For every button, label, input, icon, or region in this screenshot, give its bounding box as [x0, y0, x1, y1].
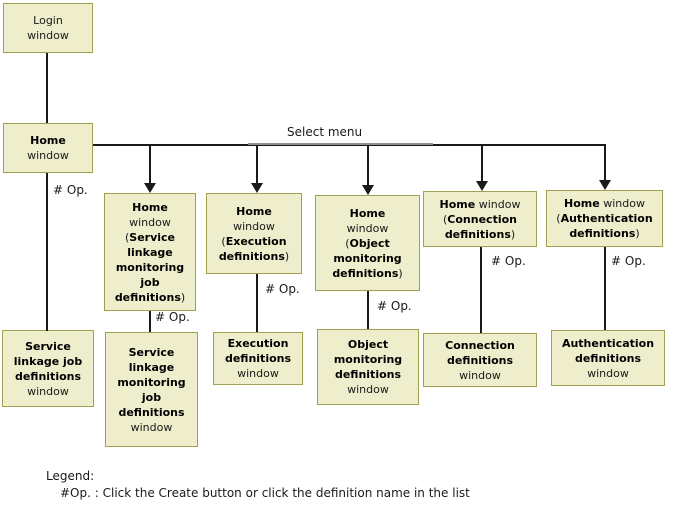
- arrow-down-icon: [144, 183, 156, 193]
- node-object-monitoring-definitions-window: Object monitoring definitions window: [317, 329, 419, 405]
- op-label-service-linkage: # Op.: [155, 310, 190, 324]
- connector-home-execution-to-window: [256, 274, 258, 332]
- node-execution-definitions-window: Execution definitions window: [213, 332, 303, 385]
- node-home-window: Home window: [3, 123, 93, 173]
- node-label-line: definitions): [444, 227, 516, 241]
- connector-home-service-linkage-to-window: [149, 311, 151, 332]
- node-label-line: Home window: [439, 197, 521, 211]
- node-login-window: Login window: [3, 3, 93, 53]
- op-label-object: # Op.: [377, 299, 412, 313]
- connector-select-menu-gray-segment: [248, 143, 433, 145]
- node-label-line: window: [27, 384, 69, 398]
- node-label-line: (Execution: [221, 234, 287, 248]
- arrow-down-icon: [362, 185, 374, 195]
- node-label-line: Connection: [445, 338, 515, 352]
- node-label-line: (Connection: [443, 212, 517, 226]
- node-home-window-authentication: Home window (Authentication definitions): [546, 190, 663, 247]
- connector-home-connection-to-window: [480, 247, 482, 333]
- op-label-home: # Op.: [53, 183, 88, 197]
- legend-title: Legend:: [46, 469, 95, 483]
- node-label-line: window: [347, 383, 389, 396]
- node-label-line: Home: [30, 134, 66, 147]
- connector-select-menu-line: [93, 144, 606, 146]
- connector-home-authentication-to-window: [604, 247, 606, 330]
- op-label-connection: # Op.: [491, 254, 526, 268]
- node-label-line: window: [129, 215, 171, 229]
- node-label-line: window: [587, 366, 629, 380]
- node-label-line: (Authentication: [556, 212, 653, 225]
- node-label-line: monitoring: [117, 375, 186, 389]
- op-label-execution: # Op.: [265, 282, 300, 296]
- connector-menu-to-home-service-linkage: [149, 145, 151, 184]
- node-label-line: Service: [25, 339, 71, 353]
- node-label-line: Authentication: [561, 336, 655, 350]
- node-label-line: window: [27, 149, 69, 162]
- connector-menu-to-home-execution: [256, 145, 258, 184]
- node-label-line: Execution: [227, 337, 289, 350]
- node-label-line: (Object: [345, 236, 390, 250]
- legend-op-note: #Op. : Click the Create button or click …: [60, 486, 470, 500]
- arrow-down-icon: [251, 183, 263, 193]
- node-label-line: linkage: [127, 245, 173, 259]
- node-label-line: definitions: [334, 368, 402, 381]
- select-menu-label: Select menu: [287, 125, 363, 139]
- node-label-line: monitoring: [333, 353, 403, 366]
- node-label-line: window: [237, 367, 279, 380]
- node-label-line: job: [141, 390, 162, 404]
- node-label-line: Home window: [564, 197, 645, 210]
- arrow-down-icon: [476, 181, 488, 191]
- node-label-line: Service: [128, 345, 175, 359]
- node-label-line: linkage job: [13, 354, 83, 368]
- node-label-line: definitions: [14, 369, 82, 383]
- node-label-line: Home: [349, 206, 386, 220]
- node-label-line: Login: [33, 14, 63, 27]
- node-label-line: definitions: [446, 353, 514, 367]
- node-label-line: Home: [236, 204, 272, 218]
- node-label-line: window: [27, 29, 69, 42]
- node-label-line: Home: [132, 200, 168, 214]
- node-label-line: monitoring: [333, 251, 402, 265]
- arrow-down-icon: [599, 180, 611, 190]
- node-label-line: definitions): [332, 266, 403, 280]
- connector-home-to-service-linkage-job-definitions: [46, 173, 48, 331]
- node-label-line: window: [459, 368, 501, 382]
- node-label-line: (Service: [124, 230, 176, 244]
- node-label-line: definitions: [574, 351, 642, 365]
- node-label-line: Object: [347, 338, 389, 351]
- node-label-line: definitions): [218, 249, 290, 263]
- op-label-authentication: # Op.: [611, 254, 646, 268]
- node-label-line: window: [233, 219, 275, 233]
- node-label-line: window: [130, 420, 173, 434]
- node-label-line: monitoring: [115, 260, 185, 274]
- connector-menu-to-home-authentication: [604, 145, 606, 181]
- node-label-line: window: [346, 221, 389, 235]
- node-label-line: job: [140, 275, 160, 289]
- node-label-line: definitions: [224, 352, 292, 365]
- node-label-line: definitions: [118, 405, 185, 419]
- node-label-line: linkage: [128, 360, 175, 374]
- connector-menu-to-home-connection: [481, 145, 483, 182]
- node-label-line: definitions): [569, 227, 640, 240]
- node-label-line: definitions): [114, 290, 186, 304]
- connector-home-object-to-window: [367, 291, 369, 329]
- connector-login-to-home: [46, 53, 48, 123]
- connector-menu-to-home-object: [367, 145, 369, 186]
